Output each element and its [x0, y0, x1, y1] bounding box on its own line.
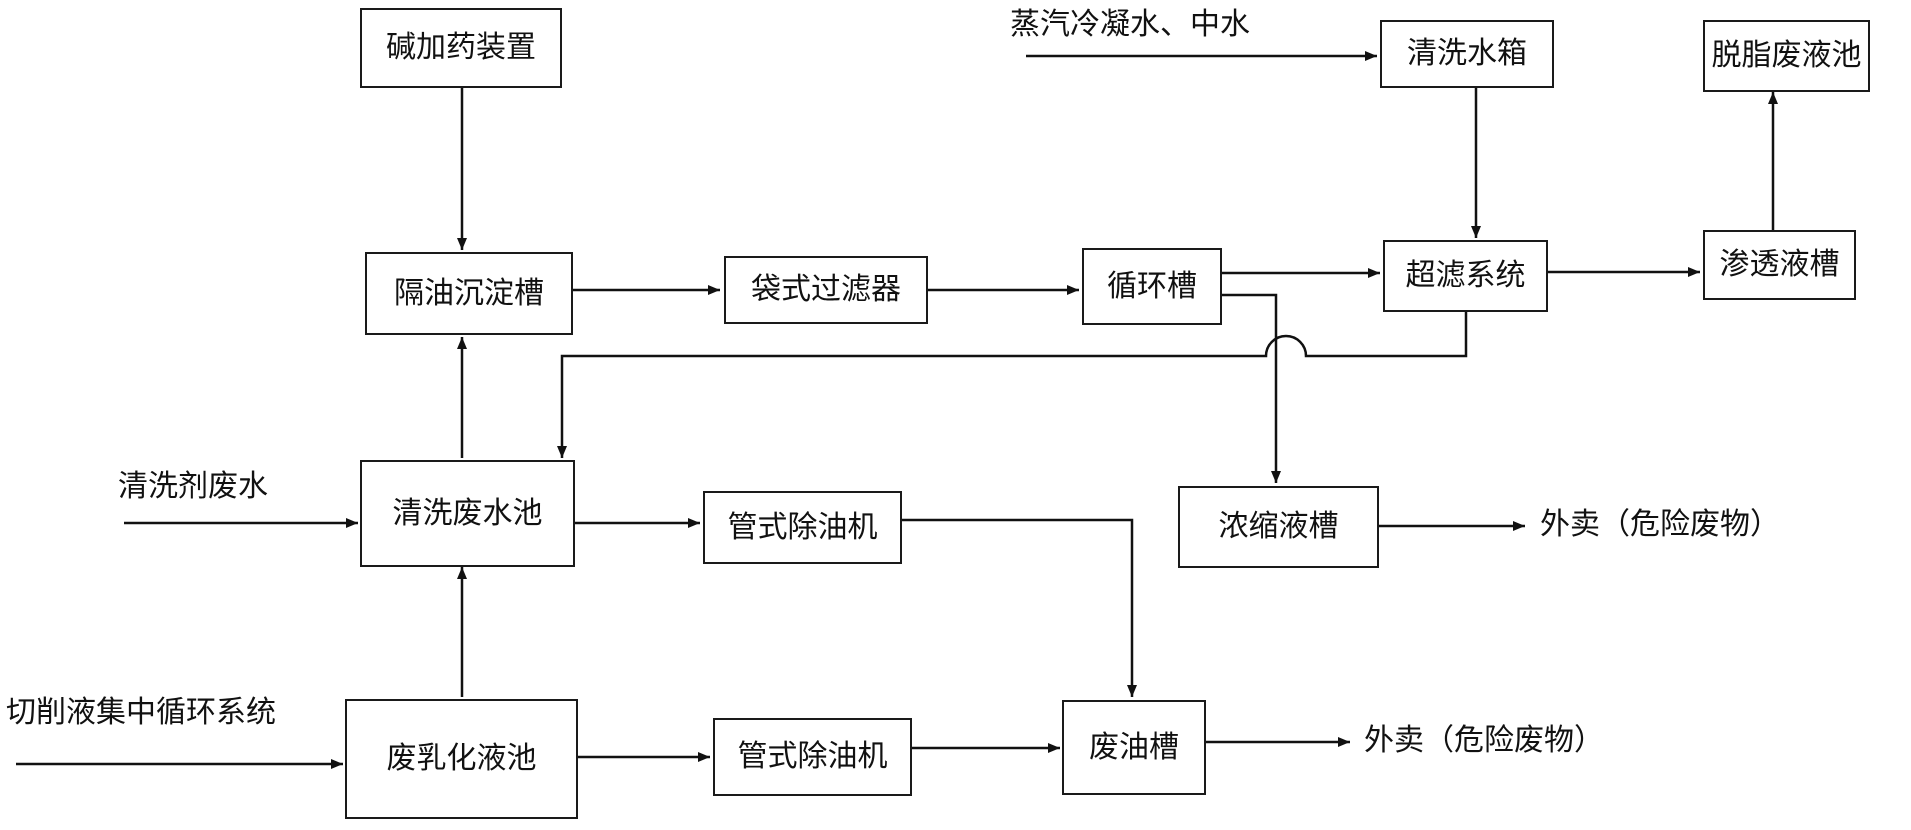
- node-degreasing-pool: 脱脂废液池: [1703, 20, 1870, 92]
- node-tube-oil-remover-1: 管式除油机: [703, 491, 902, 564]
- input-detergent-wastewater: 清洗剂废水: [118, 469, 268, 504]
- node-concentrate-tank: 浓缩液槽: [1178, 486, 1379, 568]
- node-permeate-tank: 渗透液槽: [1703, 230, 1856, 300]
- node-alkali-dosing: 碱加药装置: [360, 8, 562, 88]
- node-cleaning-wastewater-pool: 清洗废水池: [360, 460, 575, 567]
- flow-circulation-to-concentrate: [1222, 293, 1281, 483]
- output-sale-waste-oil: 外卖（危险废物）: [1364, 723, 1604, 758]
- node-ultrafiltration: 超滤系统: [1383, 240, 1548, 312]
- flow-remover-1-to-waste-oil: [902, 518, 1137, 697]
- node-oil-separation-tank: 隔油沉淀槽: [365, 252, 573, 335]
- node-rinse-water-tank: 清洗水箱: [1380, 20, 1554, 88]
- node-waste-oil-tank: 废油槽: [1062, 700, 1206, 795]
- output-sale-concentrate: 外卖（危险废物）: [1540, 507, 1780, 542]
- node-waste-emulsion-pool: 废乳化液池: [345, 699, 578, 819]
- flow-uf-return-to-cleaning-pool: [557, 312, 1468, 458]
- input-cutting-fluid-system: 切削液集中循环系统: [6, 695, 276, 730]
- node-tube-oil-remover-2: 管式除油机: [713, 718, 912, 796]
- node-circulation-tank: 循环槽: [1082, 248, 1222, 325]
- input-steam-condensate: 蒸汽冷凝水、中水: [1010, 7, 1250, 42]
- node-bag-filter: 袋式过滤器: [724, 256, 928, 324]
